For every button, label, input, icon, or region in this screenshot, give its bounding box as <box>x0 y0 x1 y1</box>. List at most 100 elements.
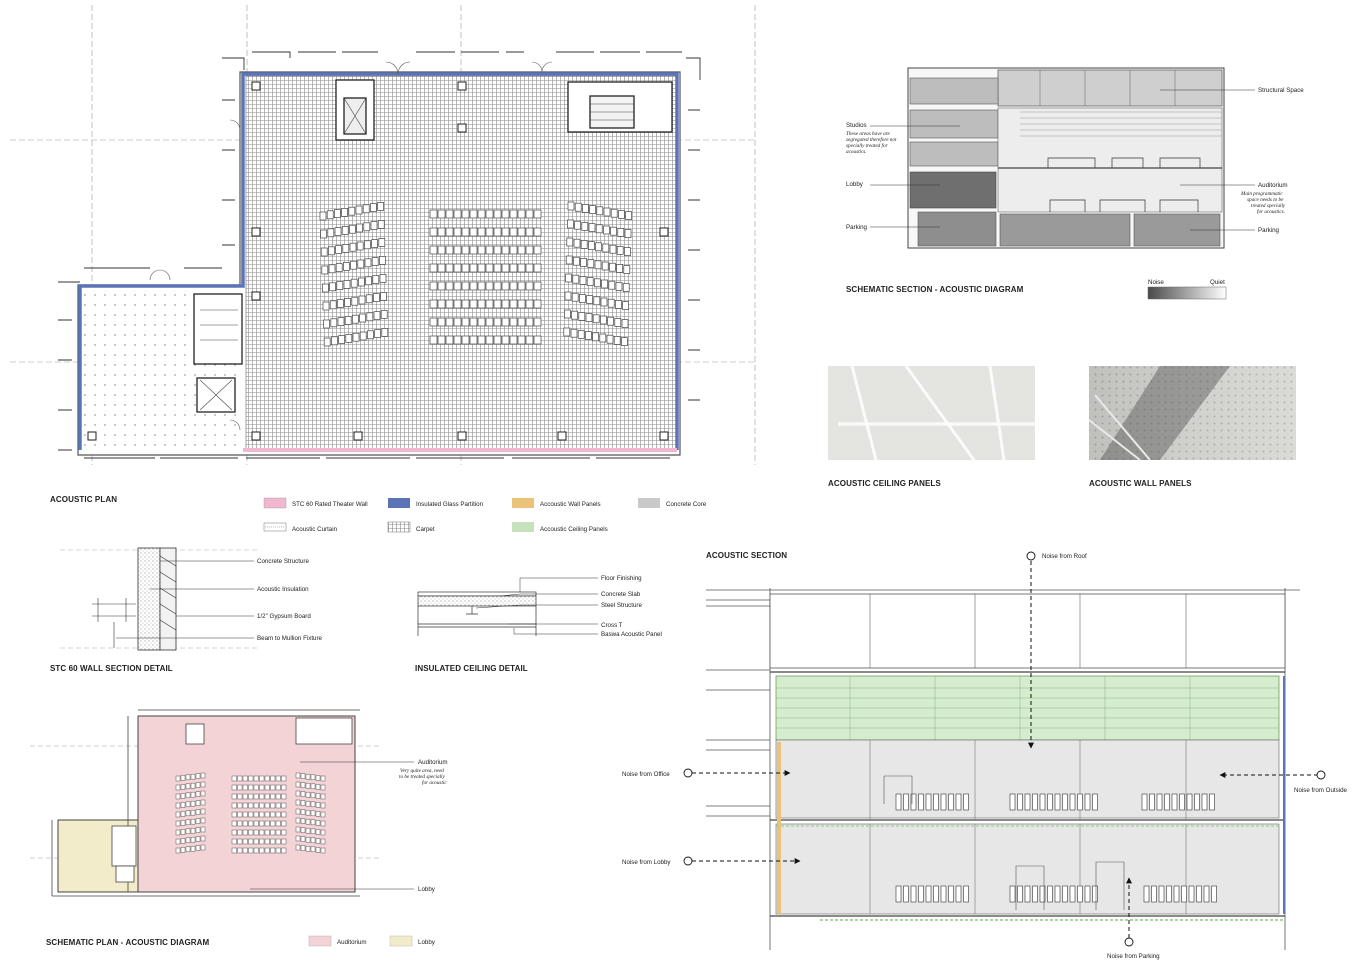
seat <box>242 784 248 791</box>
studio-band-1 <box>909 77 999 105</box>
seat <box>517 299 526 309</box>
seat <box>253 802 259 809</box>
seat <box>461 209 470 219</box>
seat <box>281 793 287 800</box>
legend-swatch-carpet <box>387 521 411 533</box>
seat <box>200 844 206 851</box>
seat <box>185 846 191 853</box>
seat <box>300 800 306 806</box>
seat <box>1173 885 1180 903</box>
seat <box>429 209 438 219</box>
seat <box>1181 885 1187 903</box>
seat <box>564 309 571 319</box>
seat <box>533 299 542 309</box>
seat <box>1156 793 1163 811</box>
seat <box>334 227 342 236</box>
seat <box>429 317 438 327</box>
seat <box>275 811 281 818</box>
seat <box>334 209 341 218</box>
legend-swatch-core <box>638 498 660 508</box>
seat <box>622 301 629 310</box>
seat <box>592 332 599 342</box>
seat <box>175 847 181 854</box>
ceiling-detail-label: Steel Structure <box>601 602 642 609</box>
seat <box>355 205 363 215</box>
seat <box>509 245 518 255</box>
seat <box>453 317 462 327</box>
seat <box>275 802 281 809</box>
seat <box>195 800 201 806</box>
section-label-lobby: Lobby <box>846 181 864 188</box>
seat <box>517 335 526 345</box>
seat <box>925 885 932 903</box>
seat <box>231 829 237 836</box>
seat <box>501 281 510 291</box>
seat <box>1047 793 1053 811</box>
seat <box>509 209 518 219</box>
seat <box>377 220 385 229</box>
seat <box>565 255 573 265</box>
seat <box>485 317 494 327</box>
seat <box>594 278 601 288</box>
seat <box>365 276 372 286</box>
seat <box>237 811 243 818</box>
seat <box>588 241 595 250</box>
schematic-legend-auditorium-label: Auditorium <box>337 939 367 946</box>
seat <box>366 312 374 322</box>
seat <box>356 223 363 233</box>
studio-band-3 <box>909 141 999 167</box>
seat <box>1194 793 1200 811</box>
seat <box>1186 793 1193 811</box>
seat <box>237 838 243 845</box>
schematic-section: Structural Space Studios These areas hav… <box>846 67 1304 300</box>
seat <box>281 784 287 791</box>
seat <box>200 772 206 779</box>
section-label-auditorium: Auditorium <box>1258 182 1288 189</box>
seat <box>594 260 602 270</box>
seat <box>1069 793 1076 811</box>
seat <box>175 811 181 818</box>
seat <box>533 209 542 219</box>
noise-outside-label: Noise from Outside <box>1294 787 1348 794</box>
seat <box>190 809 196 816</box>
seat <box>352 332 360 342</box>
auditorium-zone <box>997 107 1223 213</box>
seat <box>195 791 201 797</box>
seat <box>367 330 374 340</box>
seat <box>380 310 388 319</box>
seat <box>501 317 510 327</box>
seat <box>587 259 595 268</box>
seat <box>429 227 438 237</box>
seat <box>344 298 351 307</box>
seat <box>437 263 446 273</box>
ceiling-detail-title: INSULATED CEILING DETAIL <box>415 664 528 673</box>
seat <box>469 317 478 327</box>
seat <box>336 281 344 290</box>
seat <box>200 781 206 788</box>
seat <box>356 241 364 251</box>
seat <box>321 265 329 275</box>
seat <box>1084 793 1091 811</box>
seat <box>493 317 502 327</box>
seat <box>242 847 248 854</box>
seat <box>624 247 631 256</box>
seat <box>613 336 621 345</box>
seat <box>509 227 518 237</box>
seat <box>1084 885 1091 903</box>
seat <box>593 296 601 306</box>
seat <box>270 802 276 809</box>
seat <box>1188 885 1195 903</box>
seat <box>237 820 243 827</box>
seat <box>264 847 270 854</box>
seat <box>525 209 534 219</box>
seat <box>461 263 470 273</box>
seat <box>955 885 962 903</box>
seat <box>493 209 502 219</box>
seat <box>281 820 287 827</box>
seat <box>175 838 181 845</box>
seat <box>310 774 316 781</box>
seat <box>1024 793 1031 811</box>
seat <box>320 775 326 782</box>
seat <box>572 274 580 284</box>
